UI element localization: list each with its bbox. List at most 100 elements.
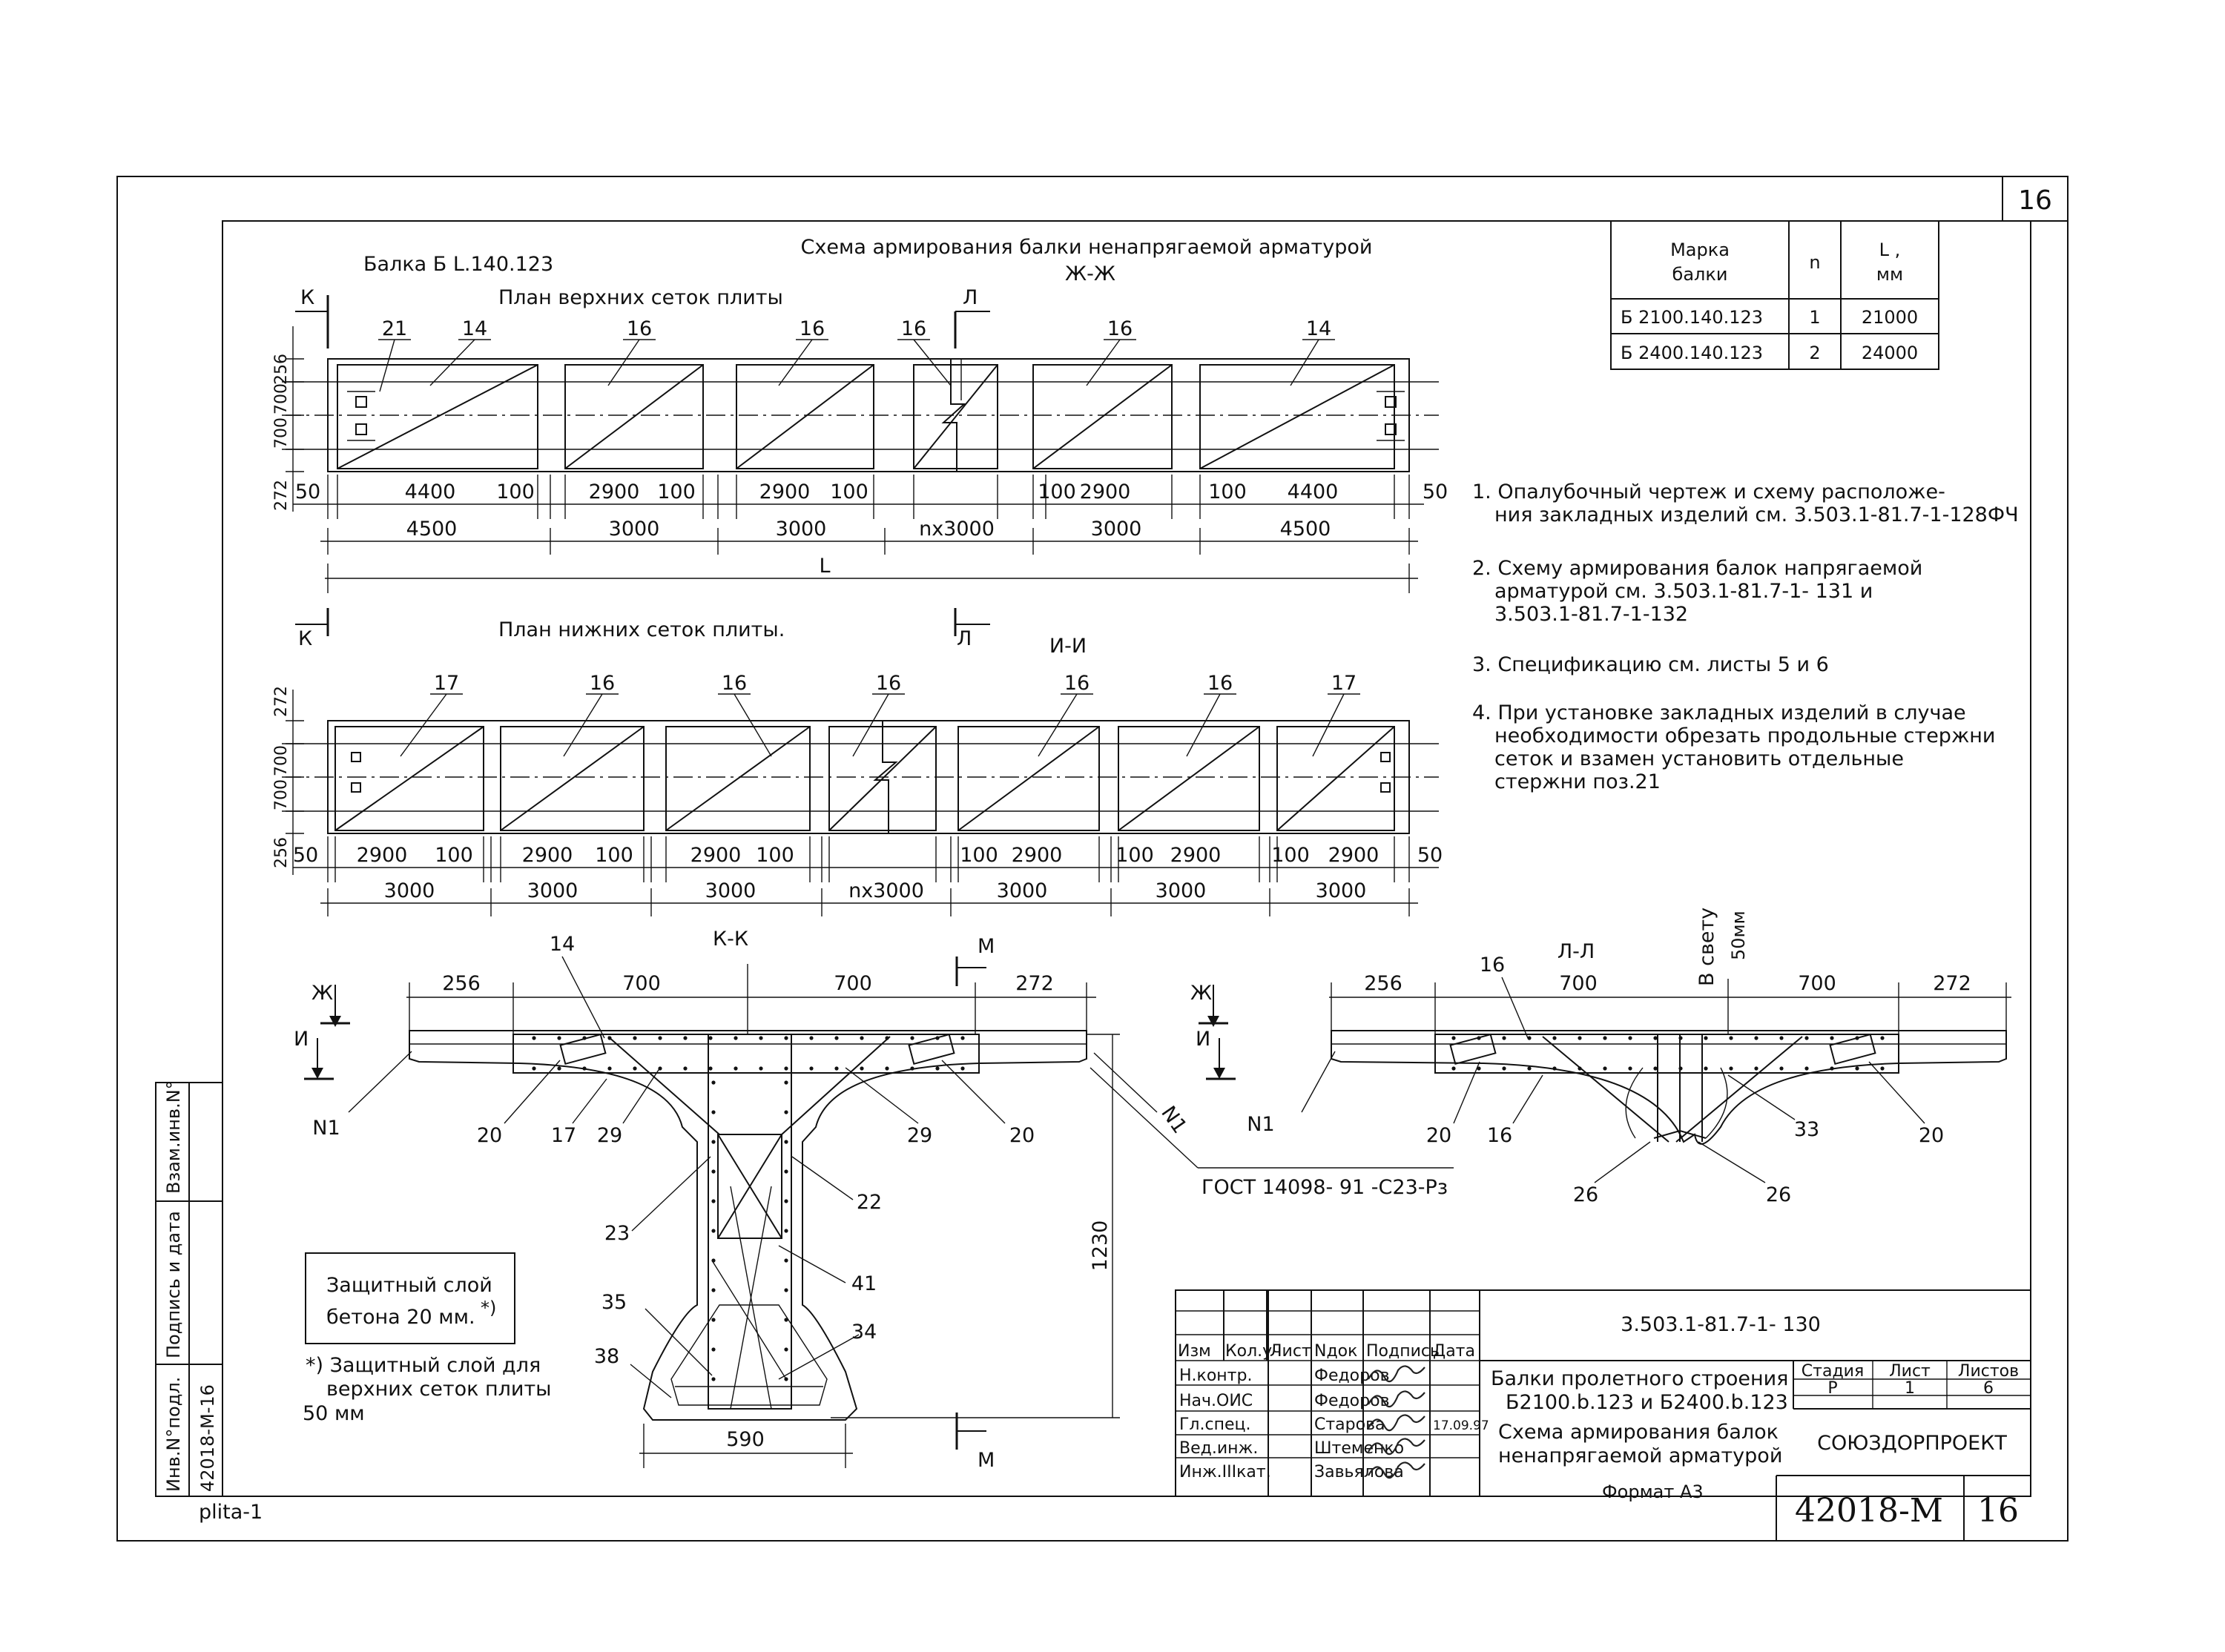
tb-person-name: Штеменко — [1314, 1439, 1404, 1458]
rebar-dot — [711, 1110, 716, 1114]
top-dim-row2-label: 4500 — [1280, 518, 1331, 541]
top-mesh-diagonal — [1199, 364, 1395, 469]
top-mesh-panel — [1199, 364, 1395, 469]
kk-callout-29-left: 29 — [597, 1124, 622, 1147]
bottom-dim-row1-label: 2900 — [1328, 844, 1380, 867]
top-mesh-diagonal — [337, 364, 538, 469]
rebar-dot — [633, 1036, 637, 1040]
top-dim-row1-label: 100 — [1038, 480, 1076, 503]
bottom-mesh-diagonal — [334, 726, 484, 831]
bottom-dim-row2-label: nx3000 — [848, 879, 924, 902]
rebar-dot — [1704, 1066, 1708, 1071]
note-1a: 1. Опалубочный чертеж и схему расположе- — [1472, 480, 1945, 503]
rebar-dot — [860, 1066, 864, 1071]
bottom-dim-row1-label: 2900 — [1170, 844, 1222, 867]
bottom-callout: 17 — [1331, 672, 1357, 695]
ll-dim-0: 256 — [1364, 972, 1402, 995]
inner-frame — [222, 220, 2031, 1497]
bottom-dim-row1-label: 100 — [960, 844, 998, 867]
rebar-dot — [607, 1036, 612, 1040]
top-dim-row1-label: 4400 — [1288, 480, 1339, 503]
section-kk: 256 700 700 272 М М Ж И — [294, 933, 1454, 1472]
callout-leader — [1086, 339, 1121, 386]
kk-callout-20-left: 20 — [477, 1124, 502, 1147]
callout-leader — [778, 339, 813, 386]
signature-scribble — [1368, 1438, 1425, 1456]
kk-callout-20-right: 20 — [1009, 1124, 1035, 1147]
rebar-dot — [557, 1066, 561, 1071]
top-dim-row2-label: 3000 — [776, 518, 827, 541]
note-2c: 3.503.1-81.7-1-132 — [1494, 603, 1688, 626]
callout-leader — [1038, 693, 1078, 757]
callout-leader — [563, 693, 603, 757]
bottom-mesh-diagonal — [957, 726, 1100, 831]
rebar-dot — [532, 1036, 536, 1040]
tb-stage-header: Стадия — [1802, 1362, 1864, 1381]
rebar-dot — [607, 1066, 612, 1071]
rebar-dot — [1779, 1066, 1784, 1071]
rebar-dot — [860, 1036, 864, 1040]
top-dim-row1-label: 100 — [496, 480, 535, 503]
callout-leader — [852, 693, 889, 757]
marks-row-1-n: 2 — [1809, 343, 1820, 363]
ll-clear-label: В свету — [1695, 908, 1718, 986]
marks-row-1-mark: Б 2400.140.123 — [1621, 343, 1763, 363]
tb-person-name: Завьялова — [1314, 1463, 1404, 1481]
rebar-dot — [1855, 1036, 1859, 1040]
rebar-dot — [935, 1036, 940, 1040]
tb-person-role: Вед.инж. — [1179, 1439, 1258, 1458]
signature-scribble — [1368, 1461, 1425, 1479]
note-2b: арматурой см. 3.503.1-81.7-1- 131 и — [1494, 580, 1873, 603]
bottom-dim-row2-label: 3000 — [1156, 879, 1207, 902]
marks-header-l-2: мм — [1876, 264, 1903, 285]
kk-callout-n1-left: N1 — [312, 1117, 340, 1140]
top-mesh-diagonal — [564, 364, 704, 469]
bottom-dim-row1-label: 100 — [435, 844, 473, 867]
side-inv-number: 42018-M-16 — [197, 1384, 218, 1492]
rebar-dot — [1704, 1036, 1708, 1040]
bottom-dim-row1-label: 100 — [595, 844, 633, 867]
kk-cut-i: И — [294, 1028, 309, 1051]
note-1b: ния закладных изделий см. 3.503.1-81.7-1… — [1494, 503, 2019, 526]
rebar-dot — [1603, 1066, 1607, 1071]
callout-leader — [379, 339, 395, 392]
ll-dim-3: 272 — [1933, 972, 1971, 995]
tb-col-header: Кол.уч — [1225, 1342, 1282, 1361]
cover-box-mark: *) — [481, 1298, 496, 1318]
signature-scribble — [1368, 1365, 1425, 1383]
cover-note: Защитный слой бетона 20 мм. *) *) Защитн… — [303, 1252, 552, 1425]
rebar-dot — [834, 1036, 839, 1040]
rebar-dot — [711, 1140, 716, 1144]
rebar-dot — [1729, 1036, 1733, 1040]
rebar-dot — [734, 1036, 738, 1040]
note-4a: 4. При установке закладных изделий в слу… — [1472, 701, 1966, 724]
bottom-mesh-diagonal — [665, 726, 811, 831]
ll-callout-26-left: 26 — [1573, 1183, 1598, 1206]
callout-leader — [734, 693, 772, 757]
marks-table: Марка балки n L , мм Б 2100.140.123 1 21… — [1610, 220, 1939, 370]
marks-row-0-l: 21000 — [1862, 307, 1918, 328]
rebar-dot — [910, 1066, 914, 1071]
marks-row-0-n: 1 — [1809, 307, 1820, 328]
bottom-dim-row2-label: 3000 — [527, 879, 578, 902]
bottom-callout: 16 — [876, 672, 901, 695]
rebar-dot — [809, 1036, 814, 1040]
rebar-dot — [1628, 1066, 1632, 1071]
bottom-callout: 16 — [1064, 672, 1090, 695]
rebar-dot — [1880, 1036, 1885, 1040]
rebar-dot — [711, 1318, 716, 1322]
plan-bottom-vdim-0: 272 — [272, 686, 291, 717]
bottom-mesh-diagonal — [1276, 726, 1395, 831]
signature-scribble — [1368, 1414, 1425, 1432]
rebar-dot — [708, 1036, 713, 1040]
plan-top-vdim-1: 700 — [272, 383, 291, 414]
plan-bottom-vdim-1: 700 — [272, 745, 291, 776]
bottom-mesh-panel — [1276, 726, 1395, 831]
rebar-dot — [1830, 1066, 1834, 1071]
top-dim-row1-label: 100 — [1208, 480, 1247, 503]
kk-callout-23: 23 — [604, 1222, 630, 1245]
rebar-dot — [960, 1066, 965, 1071]
kk-callout-41: 41 — [851, 1272, 877, 1295]
rebar-dot — [910, 1036, 914, 1040]
rebar-dot — [784, 1169, 788, 1174]
